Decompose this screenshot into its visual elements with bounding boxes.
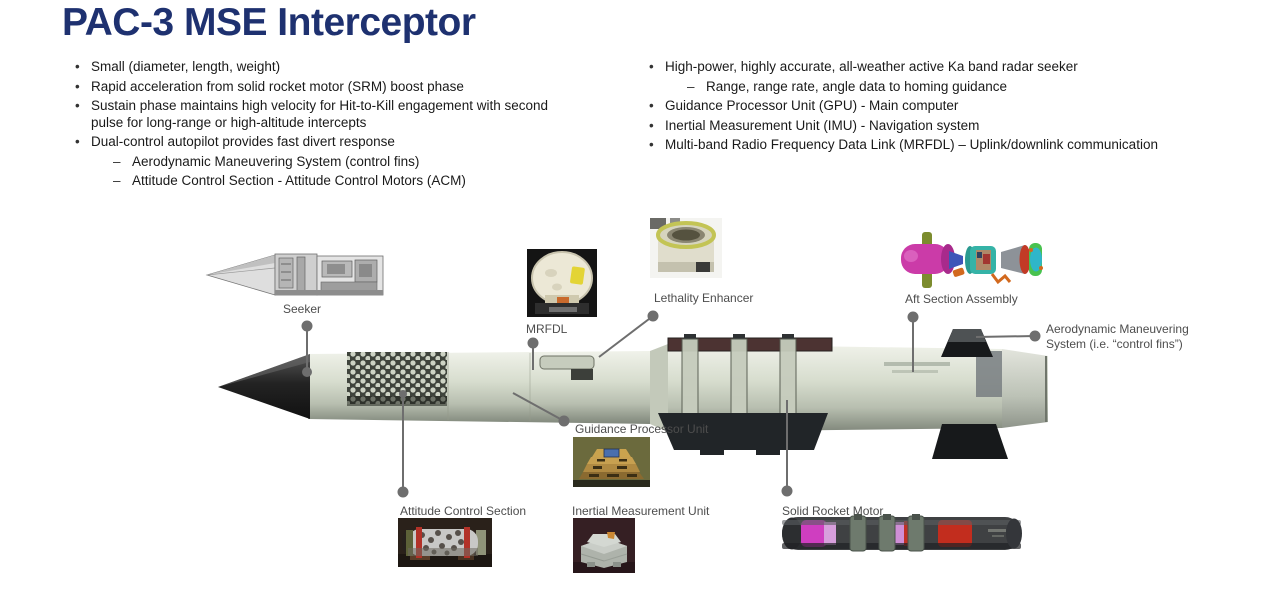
mrfdl-hatch	[539, 355, 595, 380]
page-title: PAC-3 MSE Interceptor	[62, 1, 476, 44]
bullet-item: Inertial Measurement Unit (IMU) - Naviga…	[646, 118, 1236, 135]
aft-tail	[1002, 349, 1048, 428]
body-transition	[650, 344, 668, 432]
bullet-item: Small (diameter, length, weight)	[72, 59, 552, 76]
attitude-control-section-image	[398, 518, 492, 567]
attitude-control-section-label: Attitude Control Section	[400, 504, 527, 518]
ams-label: Aerodynamic Maneuvering System (i.e. “co…	[1046, 322, 1189, 352]
bullet-subitem: Aerodynamic Maneuvering System (control …	[113, 154, 552, 171]
mrfdl-label: MRFDL	[526, 322, 568, 336]
mrfdl-image	[527, 249, 597, 317]
ams-label-line1: Aerodynamic Maneuvering	[1046, 322, 1189, 336]
bullet-item: Multi-band Radio Frequency Data Link (MR…	[646, 137, 1236, 154]
bullet-item: Rapid acceleration from solid rocket mot…	[72, 79, 552, 96]
launch-rail	[658, 413, 828, 455]
bullet-list-left: Small (diameter, length, weight) Rapid a…	[72, 59, 552, 193]
bullet-list-right: High-power, highly accurate, all-weather…	[646, 59, 1236, 157]
bullet-subitem: Attitude Control Section - Attitude Cont…	[113, 173, 552, 190]
seeker-image	[205, 252, 385, 297]
ams-label-line2: System (i.e. “control fins”)	[1046, 337, 1183, 351]
lethality-enhancer-label: Lethality Enhancer	[654, 291, 754, 305]
imu-label: Inertial Measurement Unit	[572, 504, 710, 518]
seeker-label: Seeker	[282, 302, 322, 316]
attitude-control-honeycomb	[347, 352, 447, 406]
upper-fin	[941, 329, 993, 357]
bullet-item: Dual-control autopilot provides fast div…	[72, 134, 552, 151]
imu-image	[573, 518, 635, 573]
gpu-image	[573, 437, 650, 487]
missile-illustration	[218, 329, 1048, 459]
bullet-item: Guidance Processor Unit (GPU) - Main com…	[646, 98, 1236, 115]
bullet-item: High-power, highly accurate, all-weather…	[646, 59, 1236, 76]
lethality-enhancer-image	[650, 218, 722, 278]
solid-rocket-motor-image	[778, 514, 1025, 553]
launch-clamps	[681, 334, 797, 431]
bullet-subitem: Range, range rate, angle data to homing …	[687, 79, 1236, 96]
gpu-label: Guidance Processor Unit	[575, 422, 709, 436]
bullet-item: Sustain phase maintains high velocity fo…	[72, 98, 552, 131]
aft-section-assembly-image	[897, 230, 1043, 290]
aft-section-assembly-label: Aft Section Assembly	[905, 292, 1018, 306]
lower-fin	[932, 424, 1008, 459]
nose-cone	[218, 354, 310, 419]
